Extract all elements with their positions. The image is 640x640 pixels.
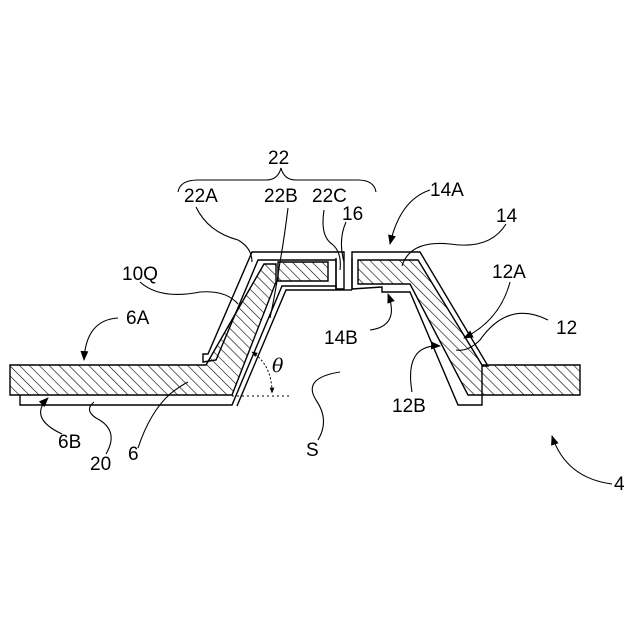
angle-theta-arc (252, 352, 272, 393)
label-6a: 6A (126, 308, 150, 329)
label-6: 6 (128, 444, 139, 465)
label-theta: θ (272, 355, 284, 377)
leader-14b (370, 294, 391, 330)
label-s: S (306, 440, 319, 461)
right-member-12 (358, 260, 580, 395)
label-22a: 22A (184, 186, 218, 207)
label-4: 4 (614, 474, 625, 495)
label-12a: 12A (492, 262, 526, 283)
label-10q: 10Q (122, 264, 158, 285)
label-12: 12 (556, 318, 577, 339)
leader-14a (390, 190, 430, 244)
leader-4 (552, 436, 612, 484)
label-16: 16 (342, 204, 363, 225)
label-12b: 12B (392, 396, 426, 417)
label-14a: 14A (430, 180, 464, 201)
leader-22c (323, 210, 340, 270)
label-22: 22 (268, 148, 289, 169)
label-22b: 22B (264, 186, 298, 207)
label-6b: 6B (58, 432, 81, 453)
label-14b: 14B (324, 328, 358, 349)
label-14: 14 (496, 206, 518, 227)
part-22b (278, 262, 328, 281)
leader-6a (84, 318, 118, 360)
leader-6b (41, 398, 62, 434)
leader-12a (464, 282, 510, 338)
leader-22a (196, 207, 252, 262)
leader-10q (140, 282, 238, 304)
leader-20 (89, 402, 111, 454)
label-20: 20 (90, 454, 111, 475)
leader-s (312, 372, 340, 440)
